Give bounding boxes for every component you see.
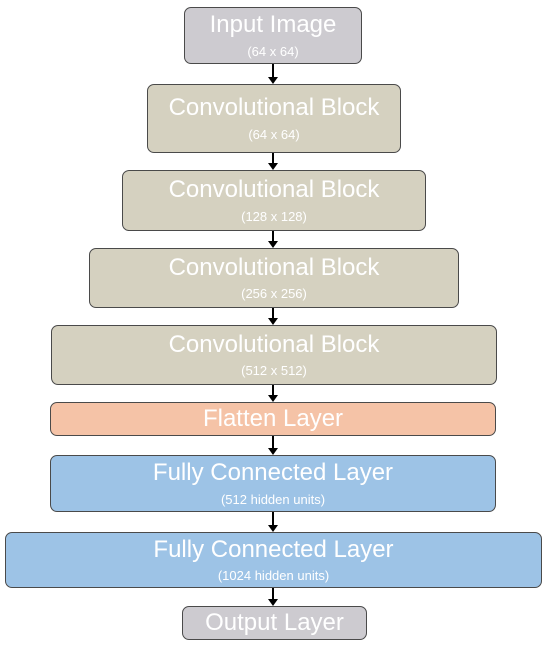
fully-connected-layer-2: Fully Connected Layer (1024 hidden units… <box>5 532 542 588</box>
flow-arrow <box>266 64 280 84</box>
flatten-layer-block: Flatten Layer <box>50 402 496 436</box>
flow-arrow <box>266 308 280 325</box>
block-title: Fully Connected Layer <box>153 535 394 563</box>
flow-arrow <box>266 153 280 170</box>
block-title: Output Layer <box>205 608 344 636</box>
flow-arrow <box>266 436 280 455</box>
block-title: Flatten Layer <box>202 404 344 432</box>
block-title: Convolutional Block <box>168 176 380 204</box>
block-subtitle: (512 hidden units) <box>220 491 326 507</box>
flow-arrow <box>266 588 280 606</box>
block-title: Convolutional Block <box>168 330 380 358</box>
block-subtitle: (256 x 256) <box>241 286 307 302</box>
flow-arrow <box>266 385 280 402</box>
block-title: Convolutional Block <box>168 94 380 122</box>
block-subtitle: (64 x 64) <box>248 126 300 142</box>
fully-connected-layer-1: Fully Connected Layer (512 hidden units) <box>50 455 496 512</box>
conv-block-3: Convolutional Block (256 x 256) <box>89 248 459 308</box>
input-image-block: Input Image (64 x 64) <box>184 7 362 64</box>
block-subtitle: (64 x 64) <box>247 43 299 59</box>
block-subtitle: (512 x 512) <box>241 363 307 379</box>
conv-block-4: Convolutional Block (512 x 512) <box>51 325 497 385</box>
block-title: Convolutional Block <box>168 253 380 281</box>
conv-block-1: Convolutional Block (64 x 64) <box>147 84 401 153</box>
flow-arrow <box>266 512 280 532</box>
block-subtitle: (1024 hidden units) <box>217 568 330 584</box>
block-title: Input Image <box>209 11 337 39</box>
conv-block-2: Convolutional Block (128 x 128) <box>122 170 426 231</box>
block-title: Fully Connected Layer <box>152 459 394 487</box>
block-subtitle: (128 x 128) <box>241 208 307 224</box>
output-layer-block: Output Layer <box>182 606 367 640</box>
flow-arrow <box>266 231 280 248</box>
